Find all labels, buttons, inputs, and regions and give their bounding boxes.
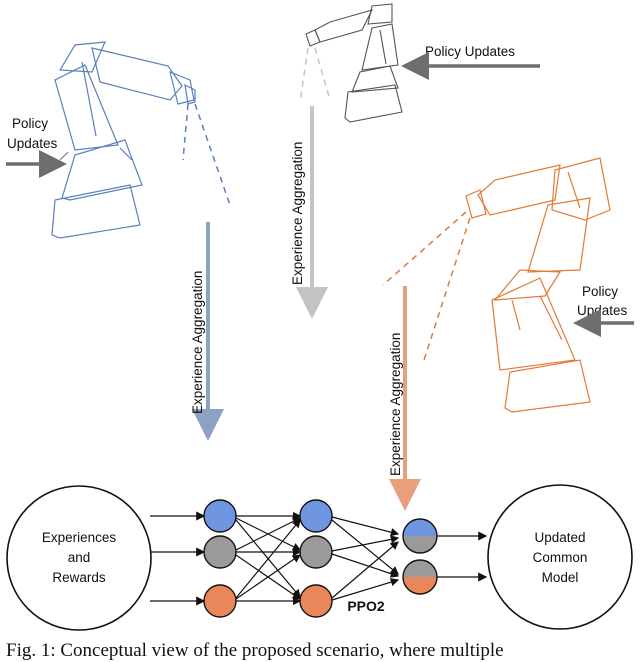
- orange-robot-arm-icon: [465, 157, 611, 413]
- policy-updates-top-label: Policy Updates: [425, 44, 515, 59]
- rewards-label: Rewards: [52, 570, 106, 585]
- model-label: Model: [542, 570, 579, 585]
- common-label: Common: [533, 550, 588, 565]
- policy-updates-right-label-2: Updates: [577, 303, 628, 318]
- connections-layer2-output: [331, 516, 400, 601]
- output-arrows: [436, 531, 488, 582]
- connections-layer1-layer2: [235, 511, 302, 606]
- layer2-node-gray: [299, 535, 333, 569]
- experience-aggregation-label-orange: Experience Aggregation: [388, 333, 403, 476]
- layer2-node-blue: [299, 499, 333, 533]
- experiences-label: Experiences: [42, 530, 117, 545]
- layer1-node-blue: [203, 499, 237, 533]
- output-node-bottom: [402, 559, 438, 595]
- and-label: and: [68, 550, 91, 565]
- experience-aggregation-label-blue: Experience Aggregation: [190, 271, 205, 414]
- policy-updates-right-label-1: Policy: [582, 284, 618, 299]
- policy-updates-left-label-1: Policy: [12, 116, 48, 131]
- updated-label: Updated: [534, 530, 585, 545]
- layer1-node-gray: [203, 535, 237, 569]
- output-node-top: [402, 518, 438, 554]
- gray-robot-arm-icon: [305, 3, 403, 123]
- figure-caption: Fig. 1: Conceptual view of the proposed …: [6, 640, 504, 661]
- ppo2-label: PPO2: [347, 598, 385, 614]
- layer1-node-orange: [203, 584, 237, 618]
- experience-aggregation-label-gray: Experience Aggregation: [290, 142, 305, 285]
- experiences-rewards-node: [6, 485, 152, 631]
- policy-updates-left-label-2: Updates: [7, 136, 58, 151]
- layer2-node-orange: [299, 584, 333, 618]
- input-arrows: [150, 511, 206, 606]
- blue-robot-arm-icon: [51, 41, 196, 239]
- updated-common-model-node: [487, 484, 633, 630]
